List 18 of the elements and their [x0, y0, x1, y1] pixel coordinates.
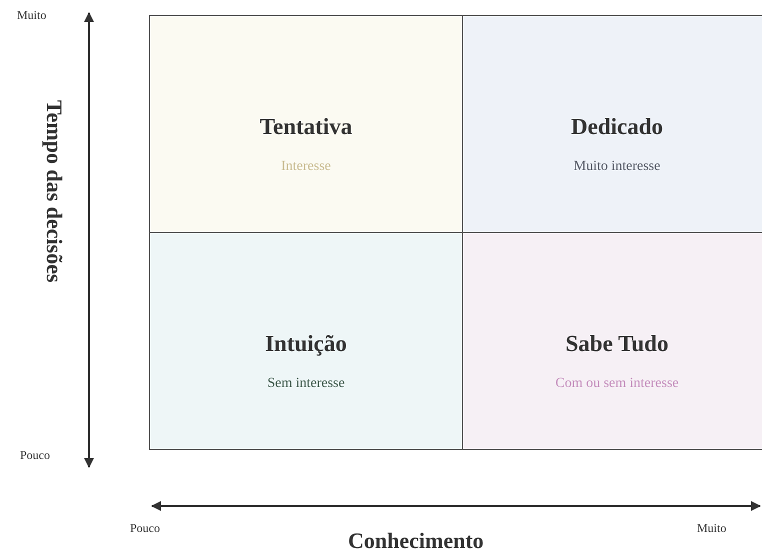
axis-title: Tempo das decisões [41, 100, 68, 283]
quadrant-title: Tentativa [260, 113, 352, 141]
axis-title: Conhecimento [348, 527, 484, 551]
scale-label: Pouco [20, 447, 50, 464]
quadrant-subtitle: Sem interesse [267, 374, 345, 393]
quadrant-box [462, 232, 762, 450]
quadrant-subtitle: Com ou sem interesse [555, 374, 679, 393]
quadrant-box [149, 232, 463, 450]
scale-label: Muito [17, 7, 46, 24]
quadrant-subtitle: Interesse [281, 158, 331, 176]
scale-label: Muito [697, 520, 726, 537]
quadrant-title: Sabe Tudo [566, 330, 668, 358]
quadrant-title: Intuição [265, 330, 347, 358]
quadrant-title: Dedicado [571, 113, 663, 141]
quadrant-subtitle: Muito interesse [574, 158, 660, 176]
scale-label: Pouco [130, 520, 160, 537]
quadrant-box [149, 15, 463, 233]
quadrant-box [462, 15, 762, 233]
